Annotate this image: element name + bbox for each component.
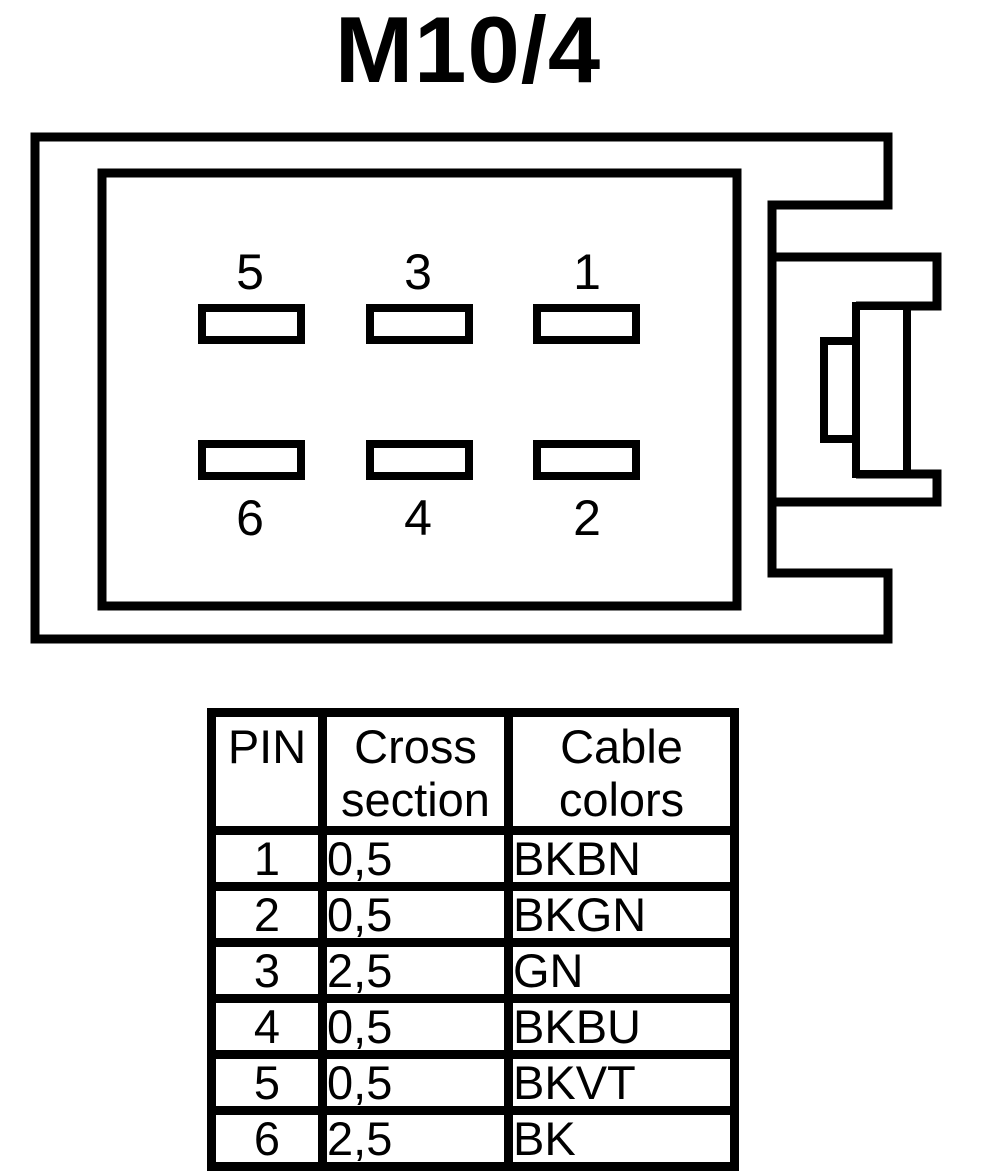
pinout-table: PIN Cross section Cable colors 1 0,5 BKB…: [207, 708, 739, 1171]
pin-number-label: 5: [236, 244, 264, 300]
pin-slot-5: [198, 304, 305, 344]
column-header-pin: PIN: [207, 708, 327, 835]
pin-cell: 1: [207, 826, 327, 891]
cross-section-cell: 2,5: [318, 938, 513, 1003]
pin-slot-3: [366, 304, 473, 344]
cross-section-cell: 0,5: [318, 994, 513, 1059]
page-title: M10/4: [334, 0, 602, 102]
cable-color-cell: BKVT: [504, 1050, 739, 1115]
cable-color-cell: BK: [504, 1106, 739, 1171]
latch-guide-rib: [852, 302, 911, 478]
pin-number-label: 3: [404, 244, 432, 300]
table-row: 5 0,5 BKVT: [207, 1050, 739, 1115]
pin-slot-4: [366, 440, 473, 480]
pin-cell: 6: [207, 1106, 327, 1171]
pin-cell: 4: [207, 994, 327, 1059]
pin-slot-6: [198, 440, 305, 480]
pin-cell: 3: [207, 938, 327, 1003]
pin-cell: 5: [207, 1050, 327, 1115]
cross-section-cell: 0,5: [318, 826, 513, 891]
cable-color-cell: GN: [504, 938, 739, 1003]
connector-inner-cavity: [97, 168, 742, 611]
table-row: 1 0,5 BKBN: [207, 826, 739, 891]
cross-section-cell: 2,5: [318, 1106, 513, 1171]
connector-diagram: 5 3 1 6 4 2: [30, 132, 942, 644]
pin-number-label: 2: [573, 490, 601, 546]
pin-number-label: 4: [404, 490, 432, 546]
cable-color-cell: BKGN: [504, 882, 739, 947]
pin-slot-1: [533, 304, 640, 344]
keying-tab: [820, 337, 860, 443]
cable-color-cell: BKBU: [504, 994, 739, 1059]
latch-bracket-upper-arm: [772, 252, 942, 311]
column-header-cross-section: Cross section: [318, 708, 513, 835]
cross-section-cell: 0,5: [318, 1050, 513, 1115]
column-header-cable-colors: Cable colors: [504, 708, 739, 835]
latch-bracket-lower-arm: [772, 469, 942, 507]
cable-color-cell: BKBN: [504, 826, 739, 891]
table-header-row: PIN Cross section Cable colors: [207, 708, 739, 835]
pin-cell: 2: [207, 882, 327, 947]
table-row: 4 0,5 BKBU: [207, 994, 739, 1059]
pin-number-label: 6: [236, 490, 264, 546]
table-row: 3 2,5 GN: [207, 938, 739, 1003]
pin-slot-2: [533, 440, 640, 480]
table-row: 6 2,5 BK: [207, 1106, 739, 1171]
cross-section-cell: 0,5: [318, 882, 513, 947]
pin-number-label: 1: [573, 244, 601, 300]
table-row: 2 0,5 BKGN: [207, 882, 739, 947]
